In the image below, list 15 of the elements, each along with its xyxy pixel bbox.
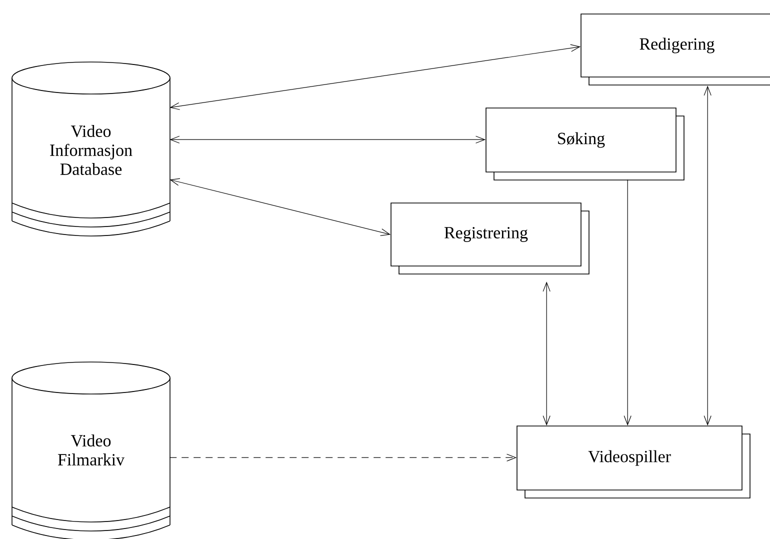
arrow [624, 179, 632, 426]
arrow [704, 86, 712, 426]
arrow [170, 178, 391, 236]
arrow [170, 136, 486, 144]
database-cylinder: Video Informasjon Database [12, 62, 170, 236]
process-box: Registrering [390, 202, 590, 274]
arrow [170, 44, 581, 110]
node-label: Video Filmarkiv [58, 434, 125, 466]
arrow [542, 282, 550, 426]
node-label: Video Informasjon Database [50, 125, 132, 175]
process-box: Redigering [580, 14, 770, 86]
database-cylinder: Video Filmarkiv [12, 362, 170, 539]
process-box: Søking [486, 108, 684, 180]
process-box: Videospiller [516, 426, 750, 498]
arrow [169, 454, 517, 462]
